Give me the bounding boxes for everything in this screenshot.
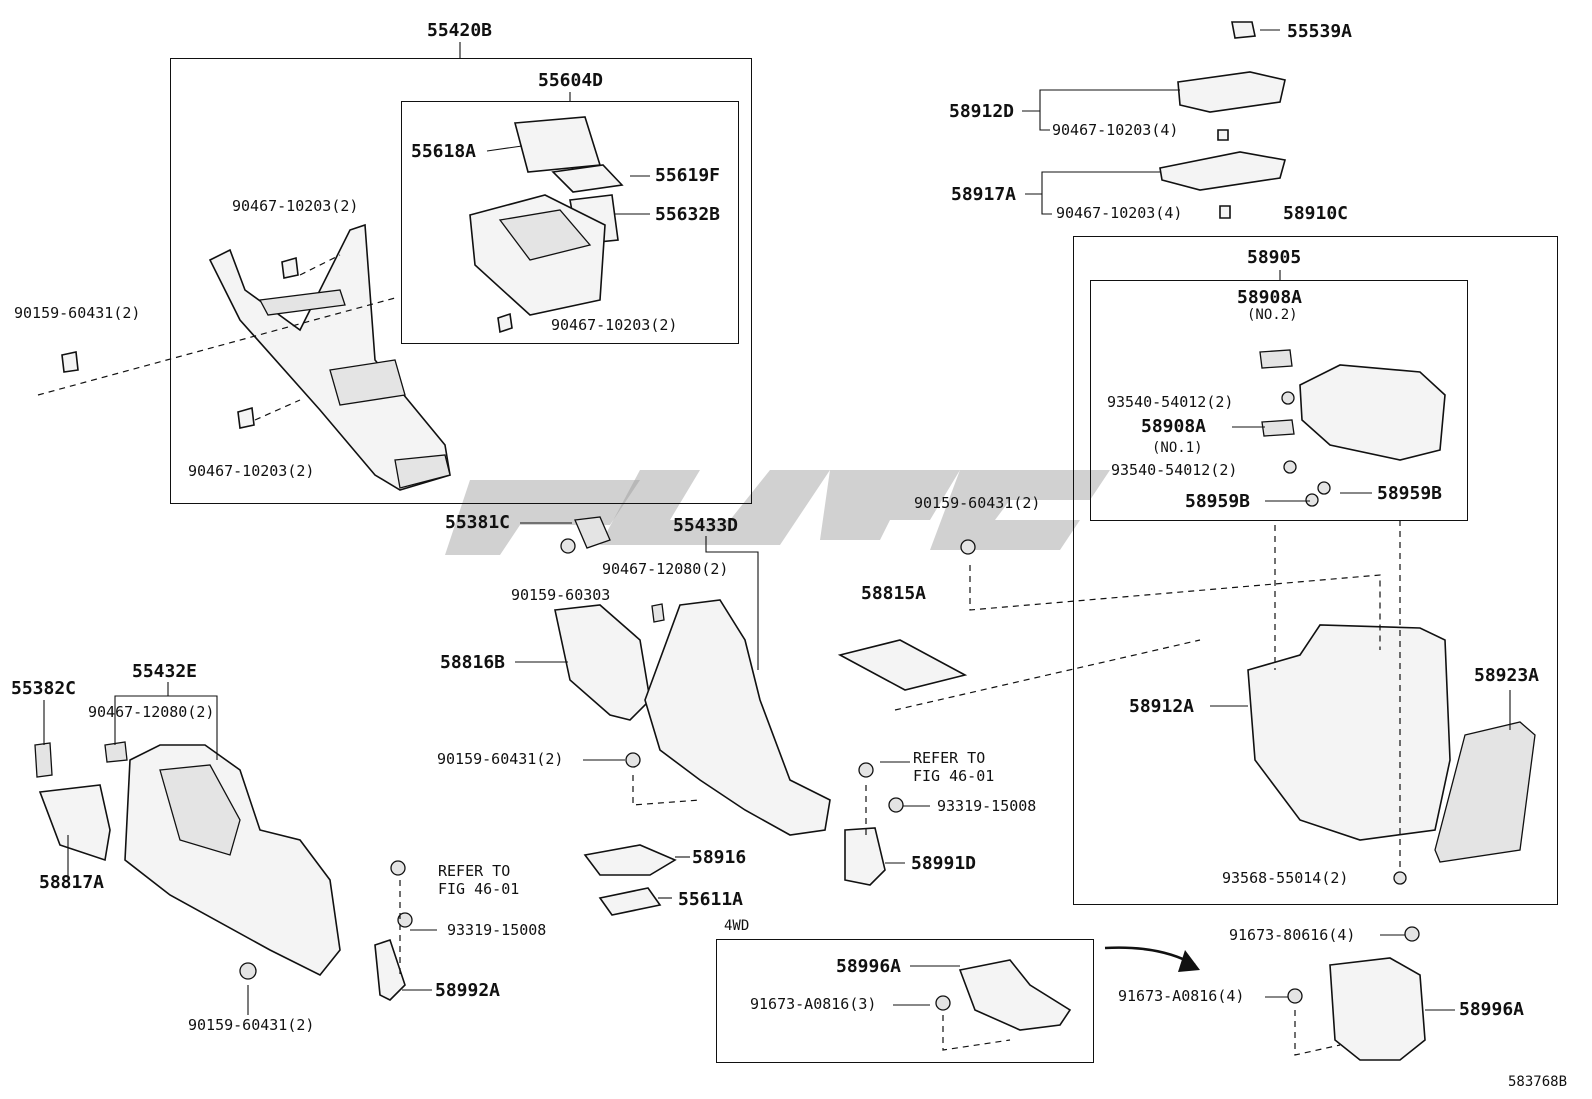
bolt-label-90467-10203-top: 90467-10203(2): [232, 197, 359, 215]
part-label-58817A: 58817A: [39, 872, 105, 893]
center-small-parts-drawing: [560, 538, 976, 916]
bolt-label-90467-10203-inner: 90467-10203(2): [551, 316, 678, 334]
part-label-55381C: 55381C: [445, 512, 511, 533]
part-label-58910C: 58910C: [1283, 203, 1349, 224]
bolt-label-93568-55014: 93568-55014(2): [1222, 869, 1349, 887]
part-label-55632B: 55632B: [655, 204, 721, 225]
bolt-label-93540-54012-b: 93540-54012(2): [1111, 461, 1238, 479]
bolt-label-90159-60303: 90159-60303: [511, 586, 611, 604]
part-label-58908A-no2: 58908A: [1237, 287, 1303, 308]
refer-label-1b: FIG 46-01: [913, 767, 995, 785]
part-label-55432E: 55432E: [132, 661, 198, 682]
part-label-58996A-outer: 58996A: [1459, 999, 1525, 1020]
armrest-lid-drawing: [1259, 349, 1446, 507]
center-console-drawing: [554, 516, 831, 836]
part-label-55611A: 55611A: [678, 889, 744, 910]
frame-55420B: [170, 58, 752, 504]
console-upper-panel-drawing: [208, 223, 451, 491]
part-label-58996A-inner: 58996A: [836, 956, 902, 977]
frame-58905: [1090, 280, 1468, 521]
bolt-label-93319-15008-b: 93319-15008: [447, 921, 547, 939]
bolt-label-90159-60431-center: 90159-60431(2): [437, 750, 564, 768]
bolt-label-90467-10203-4a: 90467-10203(4): [1052, 121, 1179, 139]
part-label-58959B-left: 58959B: [1185, 491, 1251, 512]
part-label-58908A-no1: 58908A: [1141, 416, 1207, 437]
part-label-58992A: 58992A: [435, 980, 501, 1001]
part-label-58991D: 58991D: [911, 853, 977, 874]
refer-label-2a: REFER TO: [438, 862, 511, 880]
part-label-58815A: 58815A: [861, 583, 927, 604]
bolt-label-90159-60431-left: 90159-60431(2): [14, 304, 141, 322]
bolt-label-90467-10203-4b: 90467-10203(4): [1056, 204, 1183, 222]
part-label-55420B: 55420B: [427, 20, 493, 41]
part-label-55604D: 55604D: [538, 70, 604, 91]
bolt-label-93319-15008-a: 93319-15008: [937, 797, 1037, 815]
bolt-label-93540-54012-a: 93540-54012(2): [1107, 393, 1234, 411]
section-label-4wd: 4WD: [724, 918, 750, 934]
part-note-no2: (NO.2): [1247, 307, 1298, 323]
part-label-55433D: 55433D: [673, 515, 739, 536]
bolt-label-91673-A0816-4: 91673-A0816(4): [1118, 987, 1245, 1005]
frame-58910C: [1073, 236, 1558, 905]
part-label-58912D: 58912D: [949, 101, 1015, 122]
part-label-55539A: 55539A: [1287, 21, 1353, 42]
refer-label-1a: REFER TO: [913, 749, 986, 767]
part-label-58816B: 58816B: [440, 652, 506, 673]
watermark-logo: [445, 470, 1110, 555]
bolt-label-90159-60431-mid: 90159-60431(2): [914, 494, 1041, 512]
arrowhead-icon: [1178, 950, 1200, 972]
frame-55604D: [401, 101, 739, 344]
bolt-label-90467-10203-bottom: 90467-10203(2): [188, 462, 315, 480]
part-label-58912A: 58912A: [1129, 696, 1195, 717]
part-label-55382C: 55382C: [11, 678, 77, 699]
bolt-label-91673-A0816-3: 91673-A0816(3): [750, 995, 877, 1013]
part-label-55618A: 55618A: [411, 141, 477, 162]
reference-code: 583768B: [1508, 1074, 1568, 1090]
part-label-58905: 58905: [1247, 247, 1302, 268]
part-note-no1: (NO.1): [1152, 440, 1203, 456]
part-label-58959B-right: 58959B: [1377, 483, 1443, 504]
cup-holder-drawing: [469, 116, 624, 316]
bracket-drawing: [935, 926, 1426, 1061]
dashed-guide-lines: [37, 254, 1401, 1056]
frame-4wd: [716, 939, 1094, 1063]
mat-drawing: [837, 639, 968, 691]
part-label-55619F: 55619F: [655, 165, 721, 186]
bolt-label-91673-80616-4: 91673-80616(4): [1229, 926, 1356, 944]
part-label-58923A: 58923A: [1474, 665, 1540, 686]
armrest-top-drawing: [1159, 21, 1287, 219]
bolt-label-90159-60431-bottom: 90159-60431(2): [188, 1016, 315, 1034]
refer-label-2b: FIG 46-01: [438, 880, 520, 898]
lower-left-console-drawing: [34, 741, 413, 1001]
clip-drawings: [61, 256, 513, 429]
part-label-58916: 58916: [692, 847, 747, 868]
bolt-label-90467-12080-left: 90467-12080(2): [88, 703, 215, 721]
part-label-58917A: 58917A: [951, 184, 1017, 205]
leader-lines: [43, 29, 1511, 1015]
bolt-label-90467-12080-mid: 90467-12080(2): [602, 560, 729, 578]
